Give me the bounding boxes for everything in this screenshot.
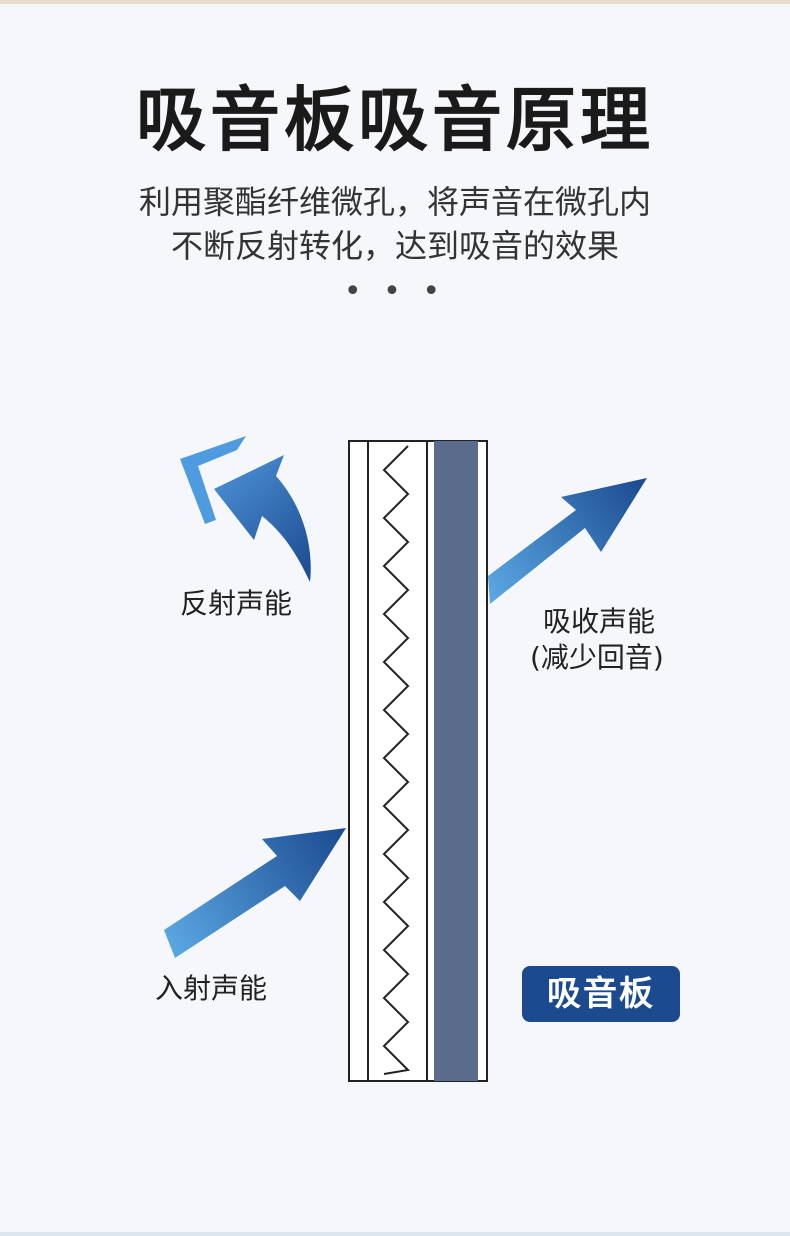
- label-reflected-energy: 反射声能: [180, 587, 293, 620]
- page-title: 吸音板吸音原理: [136, 79, 654, 161]
- absorb-arrow-icon: [488, 478, 647, 604]
- reflect-arrow-icon: [180, 436, 311, 582]
- subtitle-line-1: 利用聚酯纤维微孔，将声音在微孔内: [138, 183, 651, 221]
- incident-arrow-icon: [164, 828, 346, 958]
- panel-badge: 吸音板: [522, 966, 680, 1022]
- label-absorbed-energy: 吸收声能: [543, 605, 656, 638]
- subtitle-line-2: 不断反射转化，达到吸音的效果: [170, 227, 619, 265]
- bottom-rule: [0, 1232, 790, 1236]
- panel-zigzag-fiber: [382, 445, 411, 1075]
- panel-core-layer: [434, 441, 478, 1081]
- label-absorbed-note: (减少回音): [530, 641, 664, 674]
- top-rule: [0, 0, 790, 4]
- label-incident-energy: 入射声能: [155, 972, 268, 1005]
- ellipsis-dots: • • •: [343, 274, 447, 309]
